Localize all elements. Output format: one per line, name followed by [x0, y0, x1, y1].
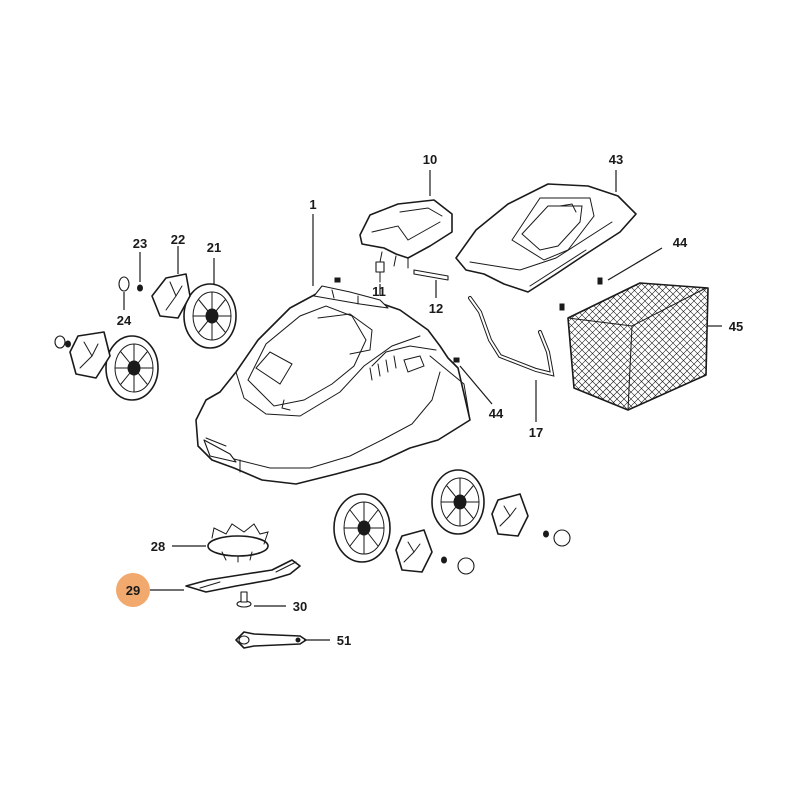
callout-24[interactable]: 24: [117, 313, 132, 328]
basket-mesh-line: [707, 283, 708, 410]
callout-51[interactable]: 51: [337, 633, 351, 648]
rear-wheel-left-part-21: [183, 283, 237, 349]
basket-mesh-line: [715, 280, 800, 420]
basket-mesh-line: [609, 283, 708, 410]
basket-mesh-line: [568, 283, 667, 410]
washers-left-front: [54, 335, 71, 349]
hub-adapter-right-1: [395, 529, 433, 573]
basket-mesh-line: [630, 283, 708, 410]
washer-part-24: [118, 276, 143, 292]
hub-adapter-part-22: [151, 273, 191, 319]
highlight-circle: [116, 573, 150, 607]
hub-adapter-left-front: [69, 331, 111, 379]
leader-lines: [123, 170, 722, 641]
mower-deck-part-1: [195, 285, 471, 485]
basket-mesh-line: [644, 283, 708, 410]
basket-mesh-line: [588, 283, 708, 410]
basket-mesh-line: [568, 283, 681, 410]
fan-part-28: [207, 523, 269, 563]
basket-mesh-line: [568, 283, 632, 410]
basket-mesh-line: [568, 283, 632, 410]
screws-part-44: [334, 277, 603, 363]
callout-21[interactable]: 21: [207, 240, 221, 255]
basket-mesh-line: [700, 283, 708, 410]
basket-mesh-line: [686, 283, 708, 410]
basket-mesh-line: [672, 283, 708, 410]
basket-mesh-line: [637, 283, 708, 410]
basket-mesh-line: [665, 283, 708, 410]
bolt-part-30: [236, 591, 252, 608]
screw-part-11: [375, 261, 385, 283]
handle-frame-part-17: [468, 296, 555, 377]
basket-mesh-line: [679, 283, 708, 410]
basket-mesh-line: [568, 283, 639, 410]
caps-right: [441, 529, 571, 575]
basket-mesh-line: [693, 283, 708, 410]
basket-mesh-line: [602, 283, 708, 410]
wrench-part-51: [235, 631, 307, 649]
wheel-right-rear: [431, 469, 485, 535]
callout-22[interactable]: 22: [171, 232, 185, 247]
basket-mesh-line: [595, 283, 708, 410]
basket-mesh-line: [686, 283, 708, 410]
callout-45[interactable]: 45: [729, 319, 743, 334]
basket-mesh-line: [658, 283, 708, 410]
callout-44-top[interactable]: 44: [673, 235, 688, 250]
basket-mesh-line: [623, 283, 708, 410]
basket-mesh-line: [707, 283, 708, 410]
basket-mesh-line: [665, 283, 708, 410]
callout-10[interactable]: 10: [423, 152, 437, 167]
basket-mesh-line: [568, 283, 660, 410]
blade-part-29: [185, 559, 301, 593]
basket-mesh-line: [700, 283, 708, 410]
basket-mesh-line: [574, 283, 708, 410]
basket-mesh-line: [568, 283, 625, 410]
callout-23[interactable]: 23: [133, 236, 147, 251]
top-hood-part-43: [455, 183, 637, 293]
basket-mesh-line: [715, 280, 800, 420]
callout-11[interactable]: 11: [372, 284, 386, 299]
motor-cover-part-10: [359, 199, 453, 269]
basket-mesh-line: [679, 283, 708, 410]
basket-mesh-line: [568, 283, 639, 410]
basket-mesh-line: [568, 283, 625, 410]
rod-part-12: [413, 269, 449, 281]
basket-mesh-line: [568, 283, 674, 410]
basket-mesh-line: [616, 283, 708, 410]
callout-30[interactable]: 30: [293, 599, 307, 614]
hub-adapter-right-2: [491, 493, 529, 537]
wheel-right-front: [333, 493, 391, 563]
callout-28[interactable]: 28: [151, 539, 165, 554]
basket-mesh-line: [693, 283, 708, 410]
basket-mesh-line: [568, 283, 653, 410]
basket-mesh-line: [581, 283, 708, 410]
callout-29[interactable]: 29: [126, 583, 140, 598]
callout-44-bottom[interactable]: 44: [489, 406, 504, 421]
front-wheel-left: [105, 335, 159, 401]
callout-labels: 1 10 43 11 12 44 45 44 17 23 22 21 24 28…: [117, 152, 743, 648]
callout-1[interactable]: 1: [309, 197, 316, 212]
basket-mesh-line: [672, 283, 708, 410]
callout-43[interactable]: 43: [609, 152, 623, 167]
basket-mesh-line: [568, 283, 646, 410]
callout-12[interactable]: 12: [429, 301, 443, 316]
callout-17[interactable]: 17: [529, 425, 543, 440]
